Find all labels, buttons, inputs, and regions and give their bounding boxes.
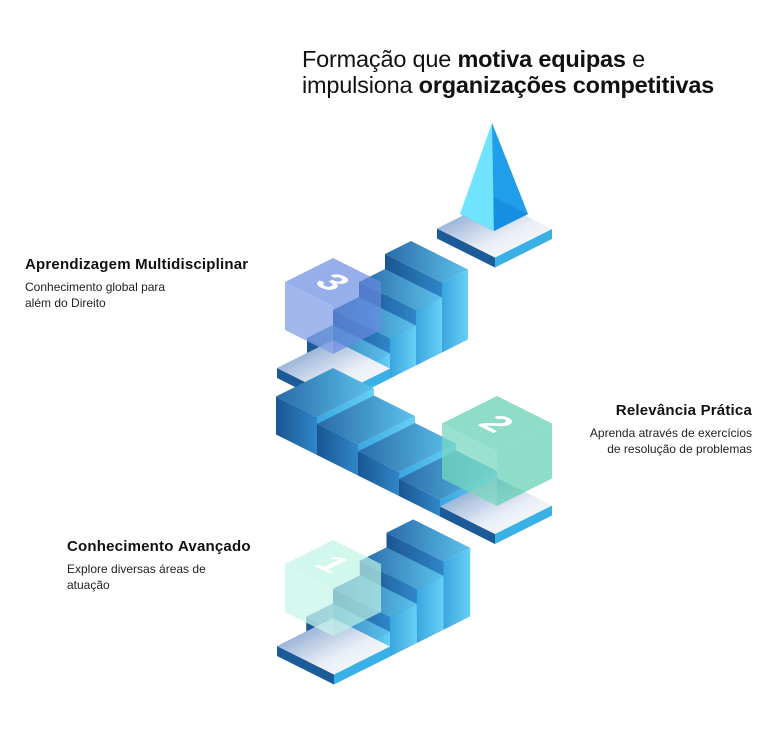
stair-flight-1-face: [386, 519, 471, 562]
stair-flight-2-face: [317, 424, 358, 476]
stair-flight-2-face: [276, 396, 317, 455]
pyramid-left-face: [460, 123, 494, 231]
page-title: Formação que motiva equipas e impulsiona…: [302, 46, 714, 98]
cube-2-face: [442, 396, 552, 451]
cube-left-highlight: [285, 282, 333, 354]
step-2-title: Relevância: [615, 402, 701, 419]
step-3-title: Aprendizagem Multidisciplinar: [25, 256, 249, 273]
stair-flight-3-face: [390, 325, 416, 379]
title-text: e: [625, 46, 645, 72]
stair-flight-3-face: [442, 269, 468, 353]
platform-1-face: [277, 646, 334, 685]
stair-flight-2-face: [276, 368, 374, 417]
stair-flight-2-face: [399, 479, 440, 517]
step-2-desc: de resolução de problemas: [607, 442, 752, 456]
step-1-desc: Explore diversas áreas de: [67, 562, 206, 576]
stair-flight-3-face: [359, 269, 442, 311]
stair-flight-3-face: [385, 241, 468, 283]
title-bold: motiva equipas: [457, 46, 626, 72]
stair-flight-1-face: [390, 603, 417, 657]
cube-left-highlight: [442, 423, 497, 506]
platform-1-face: [277, 618, 390, 675]
step-2-desc: Aprenda através de exercícios: [589, 426, 752, 440]
step-3-label: Aprendizagem Multidisciplinar Conhecimen…: [25, 256, 248, 311]
stair-flight-2-face: [358, 451, 399, 496]
top-platform-face: [437, 228, 495, 268]
step-1-desc: atuação: [67, 578, 110, 592]
pyramid-back-face: [492, 123, 528, 214]
step-1-label: Conhecimento Avançado Explore diversas á…: [67, 538, 251, 593]
stair-flight-2-face: [317, 395, 415, 445]
stair-flight-1-face: [359, 547, 444, 590]
stair-flight-1-face: [416, 575, 444, 644]
platform-2-face: [495, 505, 552, 544]
platform-2-face: [440, 506, 495, 544]
cube-3-face: [285, 258, 381, 306]
step-3-desc: Conhecimento global para: [25, 280, 166, 294]
stair-flight-1-face: [443, 547, 471, 630]
title-text: impulsiona: [302, 72, 419, 98]
platform-1: [277, 618, 390, 685]
cube-2: [442, 396, 552, 506]
step-1-title: Conhecimento: [67, 538, 178, 555]
step-2-label: Relevância Prática Aprenda através de ex…: [590, 402, 752, 457]
title-text: Formação que: [302, 46, 458, 72]
top-platform-face: [495, 229, 552, 268]
step-3-desc: além do Direito: [25, 296, 106, 310]
stair-flight-2-face: [358, 423, 456, 472]
cube-1-face: [285, 540, 381, 588]
step-2-title-bold: Prática: [700, 402, 752, 419]
title-bold: organizações competitivas: [418, 72, 715, 98]
stair-flight-3-face: [416, 297, 442, 366]
cube-3: [285, 258, 381, 354]
cube-left-highlight: [285, 564, 333, 636]
step-1-title-bold: Avançado: [177, 538, 251, 555]
cube-1: [285, 540, 381, 636]
platform-1-face: [334, 646, 390, 685]
